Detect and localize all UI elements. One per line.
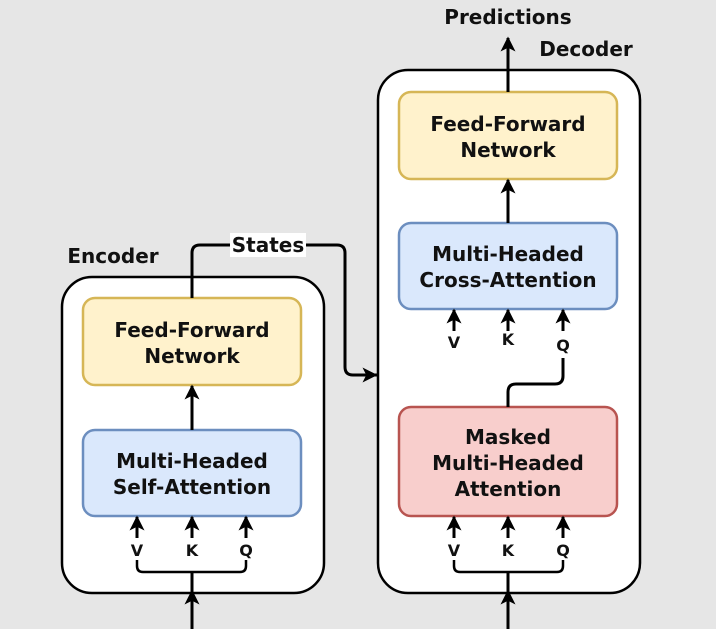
decoder-ffn-label-2: Network (460, 138, 556, 162)
encoder-title: Encoder (67, 244, 158, 268)
decoder-v-label: V (448, 541, 461, 560)
encoder-ffn-block: Feed-Forward Network (81, 296, 303, 387)
states-wire (190, 243, 378, 383)
encoder: Encoder Feed-Forward Network Multi-Heade… (60, 244, 326, 629)
encoder-attention-label-2: Self-Attention (113, 475, 271, 499)
decoder-k-label: K (502, 541, 515, 560)
decoder-masked-attention-block: Masked Multi-Headed Attention (397, 405, 619, 518)
decoder-masked-attention-label-3: Attention (455, 477, 562, 501)
encoder-q-label: Q (239, 541, 253, 560)
encoder-k-label: K (186, 541, 199, 560)
encoder-attention-box (81, 428, 303, 518)
decoder-q-label: Q (556, 541, 570, 560)
decoder-cross-k-label: K (502, 330, 515, 349)
encoder-ffn-label-2: Network (144, 344, 240, 368)
encoder-attention-block: Multi-Headed Self-Attention (81, 428, 303, 518)
decoder-ffn-label-1: Feed-Forward (430, 112, 585, 136)
decoder-masked-to-q-wire (506, 358, 565, 407)
encoder-v-label: V (131, 541, 144, 560)
decoder-masked-attention-label-1: Masked (465, 425, 551, 449)
decoder-cross-attention-label-2: Cross-Attention (419, 268, 596, 292)
decoder-cross-attention-box (397, 221, 619, 311)
decoder-cross-attention-label-1: Multi-Headed (432, 242, 584, 266)
decoder-title: Decoder (539, 37, 633, 61)
encoder-ffn-label-1: Feed-Forward (114, 318, 269, 342)
states-label-background (230, 233, 306, 257)
decoder-ffn-block: Feed-Forward Network (397, 90, 619, 181)
predictions-label: Predictions (444, 5, 571, 29)
decoder-cross-q-label: Q (556, 336, 570, 355)
decoder-masked-attention-label-2: Multi-Headed (432, 451, 584, 475)
decoder-cross-attention-block: Multi-Headed Cross-Attention (397, 221, 619, 311)
encoder-attention-label-1: Multi-Headed (116, 449, 268, 473)
decoder: Decoder Feed-Forward Network Multi-Heade… (376, 5, 642, 629)
decoder-cross-v-label: V (448, 333, 461, 352)
states-label: States (232, 233, 305, 257)
